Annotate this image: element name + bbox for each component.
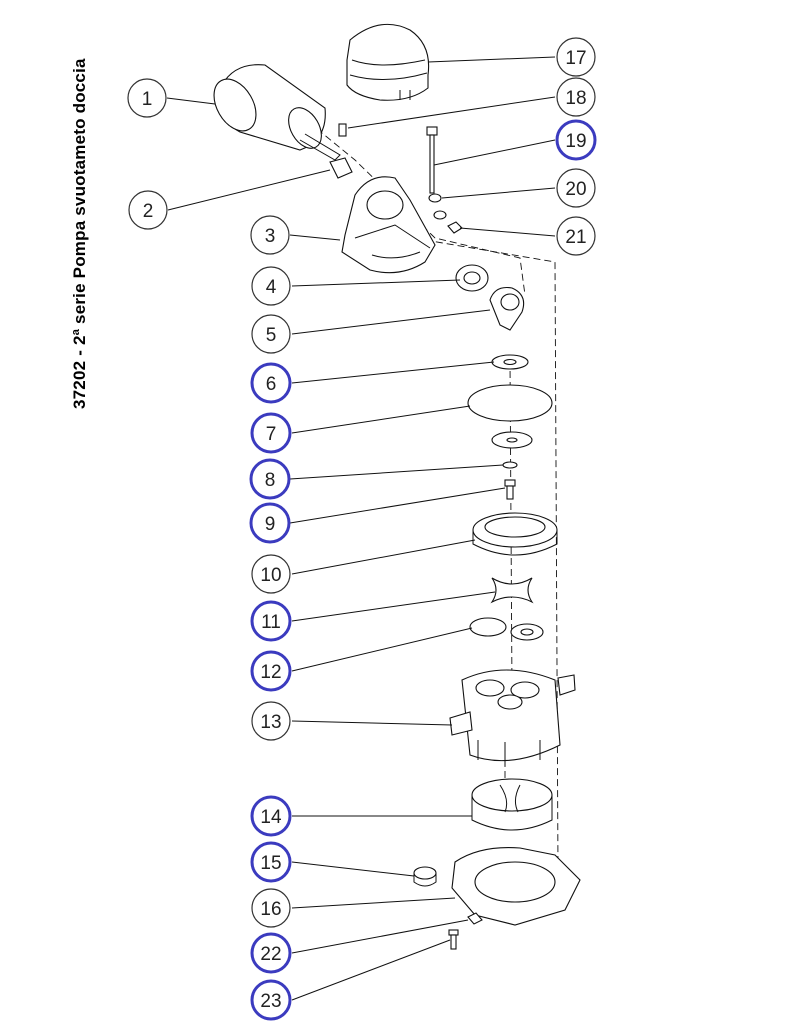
callout-number: 12	[260, 662, 281, 683]
callout-17: 17	[556, 37, 596, 77]
callout-number: 20	[565, 179, 586, 200]
part-small-washer	[502, 461, 518, 469]
part-diaphragm	[467, 384, 553, 422]
callout-13: 13	[251, 701, 291, 741]
callout-20: 20	[556, 168, 596, 208]
part-pump-body	[449, 669, 576, 766]
part-nut	[447, 221, 463, 234]
part-washer-nut	[428, 193, 447, 220]
part-motor	[213, 64, 341, 161]
part-lower-chamber	[471, 778, 553, 831]
callout-16: 16	[251, 888, 291, 928]
callout-circle	[251, 701, 291, 741]
part-valve-seats	[469, 617, 544, 641]
callout-circle	[127, 78, 167, 118]
callout-circle	[250, 412, 292, 454]
callout-9: 9	[249, 502, 291, 544]
callout-circle	[556, 168, 596, 208]
callout-3: 3	[250, 215, 290, 255]
part-diaphragm-screw	[504, 479, 516, 500]
callout-circle	[555, 119, 597, 161]
callout-22: 22	[250, 932, 292, 974]
part-diaphragm-plate	[491, 431, 533, 449]
part-small-screw	[338, 123, 347, 137]
callout-19: 19	[555, 119, 597, 161]
callout-circle	[556, 77, 596, 117]
part-coupling	[329, 157, 353, 179]
callout-number: 13	[260, 712, 281, 733]
callout-circle	[128, 190, 168, 230]
callout-number: 23	[260, 991, 281, 1012]
callout-number: 3	[265, 226, 276, 247]
callout-7: 7	[250, 412, 292, 454]
callout-circle	[249, 458, 291, 500]
part-motor-bracket	[341, 176, 436, 274]
callout-circle	[249, 502, 291, 544]
callout-2: 2	[128, 190, 168, 230]
callout-23: 23	[250, 979, 292, 1021]
callout-circle	[250, 795, 292, 837]
callout-21: 21	[556, 216, 596, 256]
callout-4: 4	[251, 266, 291, 306]
callout-8: 8	[249, 458, 291, 500]
callout-circle	[251, 888, 291, 928]
callout-number: 1	[142, 89, 153, 110]
part-rubber-foot	[413, 866, 437, 887]
callout-number: 21	[565, 227, 586, 248]
callout-circle	[251, 314, 291, 354]
callout-number: 16	[260, 899, 281, 920]
callout-circle	[556, 216, 596, 256]
callout-5: 5	[251, 314, 291, 354]
callout-18: 18	[556, 77, 596, 117]
callout-6: 6	[250, 362, 292, 404]
callout-circle	[250, 215, 290, 255]
callout-number: 15	[260, 853, 281, 874]
part-diaphragm-retainer	[491, 354, 529, 370]
callout-circle	[251, 554, 291, 594]
callout-10: 10	[251, 554, 291, 594]
callout-circle	[556, 37, 596, 77]
callout-number: 7	[266, 424, 277, 445]
callout-12: 12	[250, 650, 292, 692]
part-base-nut	[467, 912, 483, 925]
part-bearing	[455, 264, 489, 292]
callout-number: 17	[565, 48, 586, 69]
callout-number: 9	[265, 514, 276, 535]
callout-number: 2	[143, 201, 154, 222]
callout-1: 1	[127, 78, 167, 118]
callout-circle	[250, 932, 292, 974]
callout-number: 22	[260, 944, 281, 965]
part-base-plate	[451, 847, 581, 926]
callout-number: 18	[565, 88, 586, 109]
callout-circle	[250, 600, 292, 642]
callout-circle	[250, 841, 292, 883]
part-base-screw	[448, 929, 459, 950]
callout-11: 11	[250, 600, 292, 642]
leader-lines	[166, 56, 556, 1001]
callout-15: 15	[250, 841, 292, 883]
callout-number: 5	[266, 325, 277, 346]
part-motor-cover	[346, 23, 430, 101]
callout-number: 4	[266, 277, 277, 298]
callout-number: 10	[260, 565, 281, 586]
part-long-screw	[426, 126, 438, 194]
callout-14: 14	[250, 795, 292, 837]
part-valve	[490, 577, 534, 604]
callout-number: 11	[261, 612, 281, 633]
part-eccentric	[489, 286, 525, 331]
callout-circle	[251, 266, 291, 306]
callout-circle	[250, 979, 292, 1021]
callout-number: 8	[265, 470, 276, 491]
callout-number: 14	[260, 807, 282, 828]
callout-number: 6	[266, 374, 277, 395]
callout-circle	[250, 362, 292, 404]
callout-number: 19	[565, 131, 586, 152]
callout-circle	[250, 650, 292, 692]
part-pump-ring	[472, 512, 558, 556]
